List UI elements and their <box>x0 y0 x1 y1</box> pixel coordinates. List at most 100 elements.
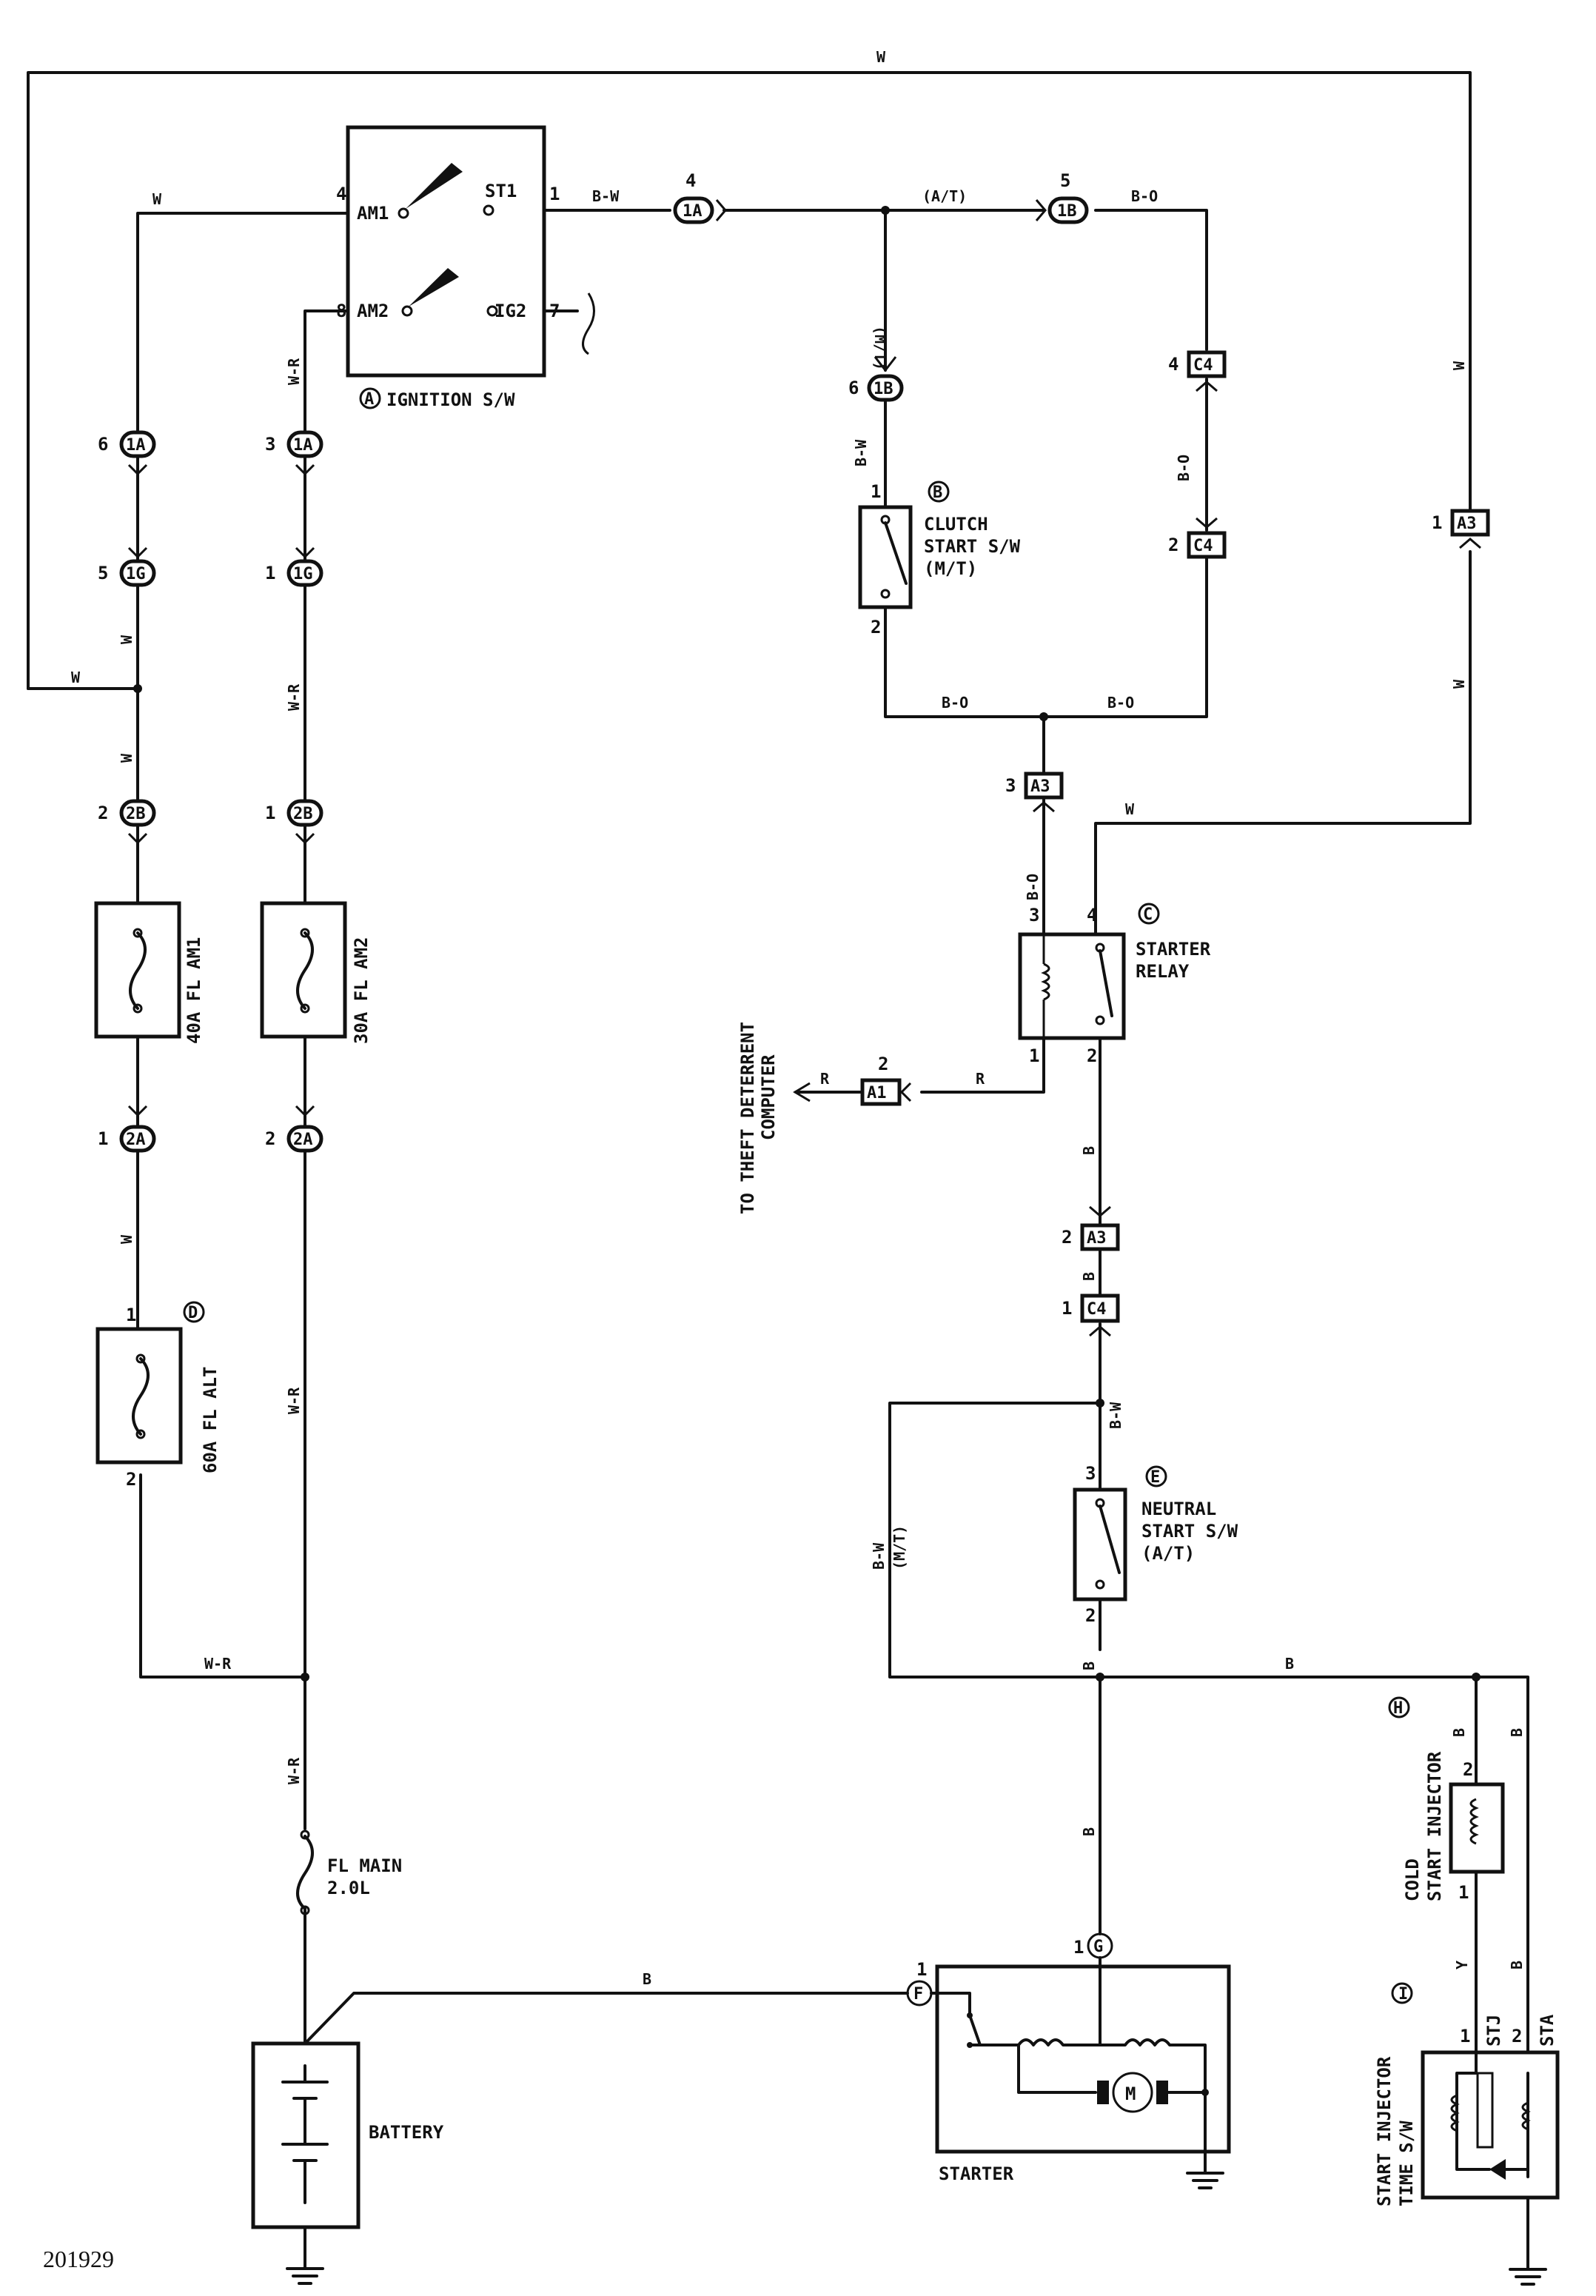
svg-text:E: E <box>1150 1468 1160 1487</box>
svg-text:2.0L: 2.0L <box>327 1878 370 1898</box>
svg-text:STARTER: STARTER <box>1136 939 1211 960</box>
svg-text:1: 1 <box>1460 2026 1470 2046</box>
svg-text:COLD: COLD <box>1402 1858 1423 1901</box>
svg-text:1: 1 <box>98 1128 108 1149</box>
svg-text:C4: C4 <box>1193 356 1213 375</box>
svg-text:START INJECTOR: START INJECTOR <box>1424 1751 1445 1901</box>
svg-text:1: 1 <box>1458 1882 1469 1903</box>
svg-text:START INJECTOR: START INJECTOR <box>1374 2056 1395 2206</box>
svg-text:6: 6 <box>98 434 108 455</box>
svg-text:W-R: W-R <box>285 358 303 385</box>
svg-text:B-O: B-O <box>1175 455 1193 481</box>
svg-text:1G: 1G <box>293 565 313 583</box>
svg-text:(A/T): (A/T) <box>922 187 967 205</box>
start-injector-time-switch: 1 2 STJ STA I START INJECTOR TIME S/W <box>1374 1982 1560 2286</box>
svg-text:40A FL AM1: 40A FL AM1 <box>184 937 204 1045</box>
svg-text:7: 7 <box>549 301 560 321</box>
svg-text:B-O: B-O <box>1131 187 1158 205</box>
svg-text:1A: 1A <box>293 436 313 455</box>
svg-text:C4: C4 <box>1193 537 1213 555</box>
svg-text:B: B <box>1508 1961 1526 1969</box>
figure-id: 201929 <box>43 2246 114 2272</box>
fuse-am1: 40A FL AM1 <box>94 901 204 1045</box>
neutral-switch: 3 2 E NEUTRAL START S/W (A/T) <box>1073 1463 1238 1626</box>
svg-text:1: 1 <box>126 1305 136 1325</box>
svg-text:FL MAIN: FL MAIN <box>327 1855 402 1876</box>
svg-text:2: 2 <box>878 1054 888 1074</box>
svg-text:3: 3 <box>1029 905 1039 926</box>
svg-text:B: B <box>1080 1661 1098 1670</box>
svg-text:B: B <box>933 483 942 502</box>
svg-text:IG2: IG2 <box>494 301 526 321</box>
svg-text:4: 4 <box>336 184 346 204</box>
clutch-switch: 1 2 B CLUTCH START S/W (M/T) <box>858 481 1021 637</box>
svg-text:1B: 1B <box>874 380 893 398</box>
svg-text:1B: 1B <box>1057 202 1077 221</box>
fuse-am2: 30A FL AM2 <box>260 901 372 1045</box>
svg-text:B-W: B-W <box>852 439 870 466</box>
svg-text:B: B <box>1080 1146 1098 1155</box>
svg-text:W: W <box>1450 679 1468 689</box>
svg-text:B-O: B-O <box>1024 874 1042 900</box>
svg-text:W-R: W-R <box>204 1655 232 1673</box>
svg-text:STJ: STJ <box>1483 2015 1504 2046</box>
cold-start-injector: 2 1 H COLD START INJECTOR <box>1388 1696 1505 1903</box>
svg-text:B: B <box>1285 1655 1294 1673</box>
svg-text:5: 5 <box>1060 170 1070 191</box>
svg-text:4: 4 <box>1168 354 1178 375</box>
svg-text:30A FL AM2: 30A FL AM2 <box>351 937 372 1045</box>
svg-text:W: W <box>876 48 886 66</box>
svg-text:B-W: B-W <box>1107 1402 1124 1429</box>
svg-text:A3: A3 <box>1030 777 1050 796</box>
svg-text:1: 1 <box>1432 512 1442 533</box>
svg-text:1G: 1G <box>126 565 146 583</box>
svg-text:RELAY: RELAY <box>1136 961 1190 982</box>
svg-text:W: W <box>118 635 135 644</box>
svg-text:B-W: B-W <box>592 187 620 205</box>
battery: BATTERY <box>251 2041 444 2285</box>
svg-text:1: 1 <box>265 803 275 823</box>
wires <box>27 71 1529 2271</box>
junction-dots <box>133 206 1481 1681</box>
svg-text:2: 2 <box>1168 535 1178 555</box>
svg-text:STA: STA <box>1537 2014 1558 2046</box>
svg-text:B-O: B-O <box>1107 694 1134 712</box>
svg-text:2: 2 <box>1512 2026 1522 2046</box>
svg-text:1: 1 <box>1062 1298 1072 1319</box>
svg-text:COMPUTER: COMPUTER <box>758 1054 779 1140</box>
wire-color-labels: W W B-W (A/T) B-O (M/T) B-W B-O W W B-O … <box>71 48 1526 1988</box>
svg-text:H: H <box>1393 1699 1403 1718</box>
svg-text:STARTER: STARTER <box>939 2163 1014 2184</box>
svg-text:1A: 1A <box>683 202 703 221</box>
svg-text:2B: 2B <box>293 805 313 823</box>
svg-text:TO THEFT DETERRENT: TO THEFT DETERRENT <box>737 1022 758 1214</box>
svg-text:3: 3 <box>1005 775 1016 796</box>
svg-text:A: A <box>364 390 374 409</box>
svg-text:6: 6 <box>848 378 859 398</box>
starter-relay: 3 4 1 2 C STARTER RELAY <box>1018 903 1211 1066</box>
svg-text:W-R: W-R <box>285 683 303 711</box>
svg-text:D: D <box>188 1304 198 1322</box>
svg-text:C4: C4 <box>1087 1300 1107 1319</box>
fl-main: FL MAIN 2.0L <box>296 1830 402 1915</box>
svg-text:60A FL ALT: 60A FL ALT <box>200 1367 221 1474</box>
svg-text:4: 4 <box>1087 905 1097 926</box>
svg-text:W: W <box>1450 361 1468 370</box>
svg-text:3: 3 <box>1085 1463 1096 1484</box>
svg-text:W: W <box>152 190 162 208</box>
svg-text:B: B <box>1508 1728 1526 1737</box>
svg-text:Y: Y <box>1453 1961 1471 1969</box>
svg-text:CLUTCH: CLUTCH <box>924 514 988 535</box>
svg-text:2: 2 <box>1085 1605 1096 1626</box>
svg-text:C: C <box>1143 906 1153 924</box>
svg-text:2: 2 <box>265 1128 275 1149</box>
fuse-alt: 1 2 D 60A FL ALT <box>95 1301 221 1490</box>
svg-text:2: 2 <box>871 617 881 637</box>
svg-text:M: M <box>1125 2084 1136 2104</box>
svg-text:IGNITION S/W: IGNITION S/W <box>386 389 515 410</box>
svg-text:ST1: ST1 <box>485 181 517 201</box>
svg-text:B: B <box>1080 1272 1098 1281</box>
svg-text:2A: 2A <box>293 1131 313 1149</box>
svg-text:2B: 2B <box>126 805 146 823</box>
